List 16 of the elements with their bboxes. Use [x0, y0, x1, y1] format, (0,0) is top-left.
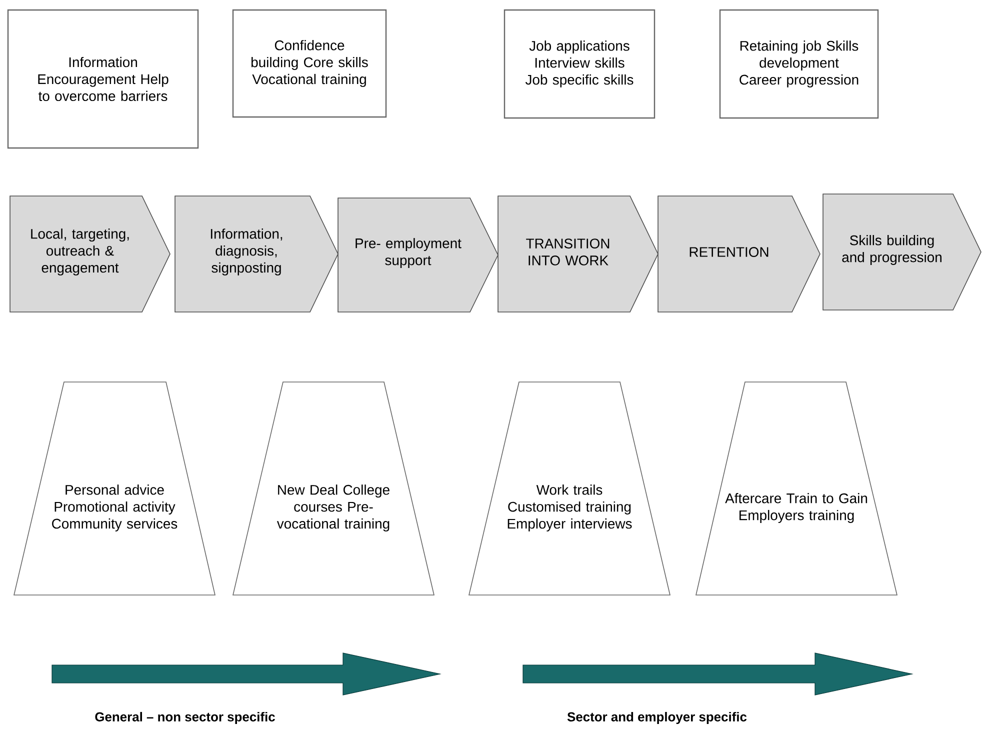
text-box: Job applications Interview skills Job specific skills [504, 9, 656, 119]
chevron-step: Skills building and progression [822, 194, 982, 310]
chevron-step: RETENTION [658, 196, 820, 312]
trapezoid-box: New Deal College courses Pre-vocational training [232, 382, 434, 596]
text-box: Retaining job Skills development Career progression [719, 9, 879, 119]
trapezoid-box: Aftercare Train to Gain Employers training [696, 382, 898, 596]
text-box: Confidence building Core skills Vocational training [232, 9, 387, 118]
trapezoid-box: Personal advice Promotional activity Community services [14, 382, 216, 596]
chevron-step: Information, diagnosis, signposting [174, 196, 338, 312]
chevron-step: TRANSITION INTO WORK [498, 196, 658, 312]
arrow-caption: General – non sector specific [95, 712, 275, 724]
text-box: Information Encouragement Help to overcome barriers [7, 9, 199, 149]
chevron-step: Pre- employment support [338, 198, 498, 312]
trapezoid-box: Work trails Customised training Employer interviews [468, 382, 670, 596]
arrow-caption: Sector and employer specific [567, 712, 747, 724]
chevron-step: Local, targeting, outreach & engagement [10, 196, 170, 312]
